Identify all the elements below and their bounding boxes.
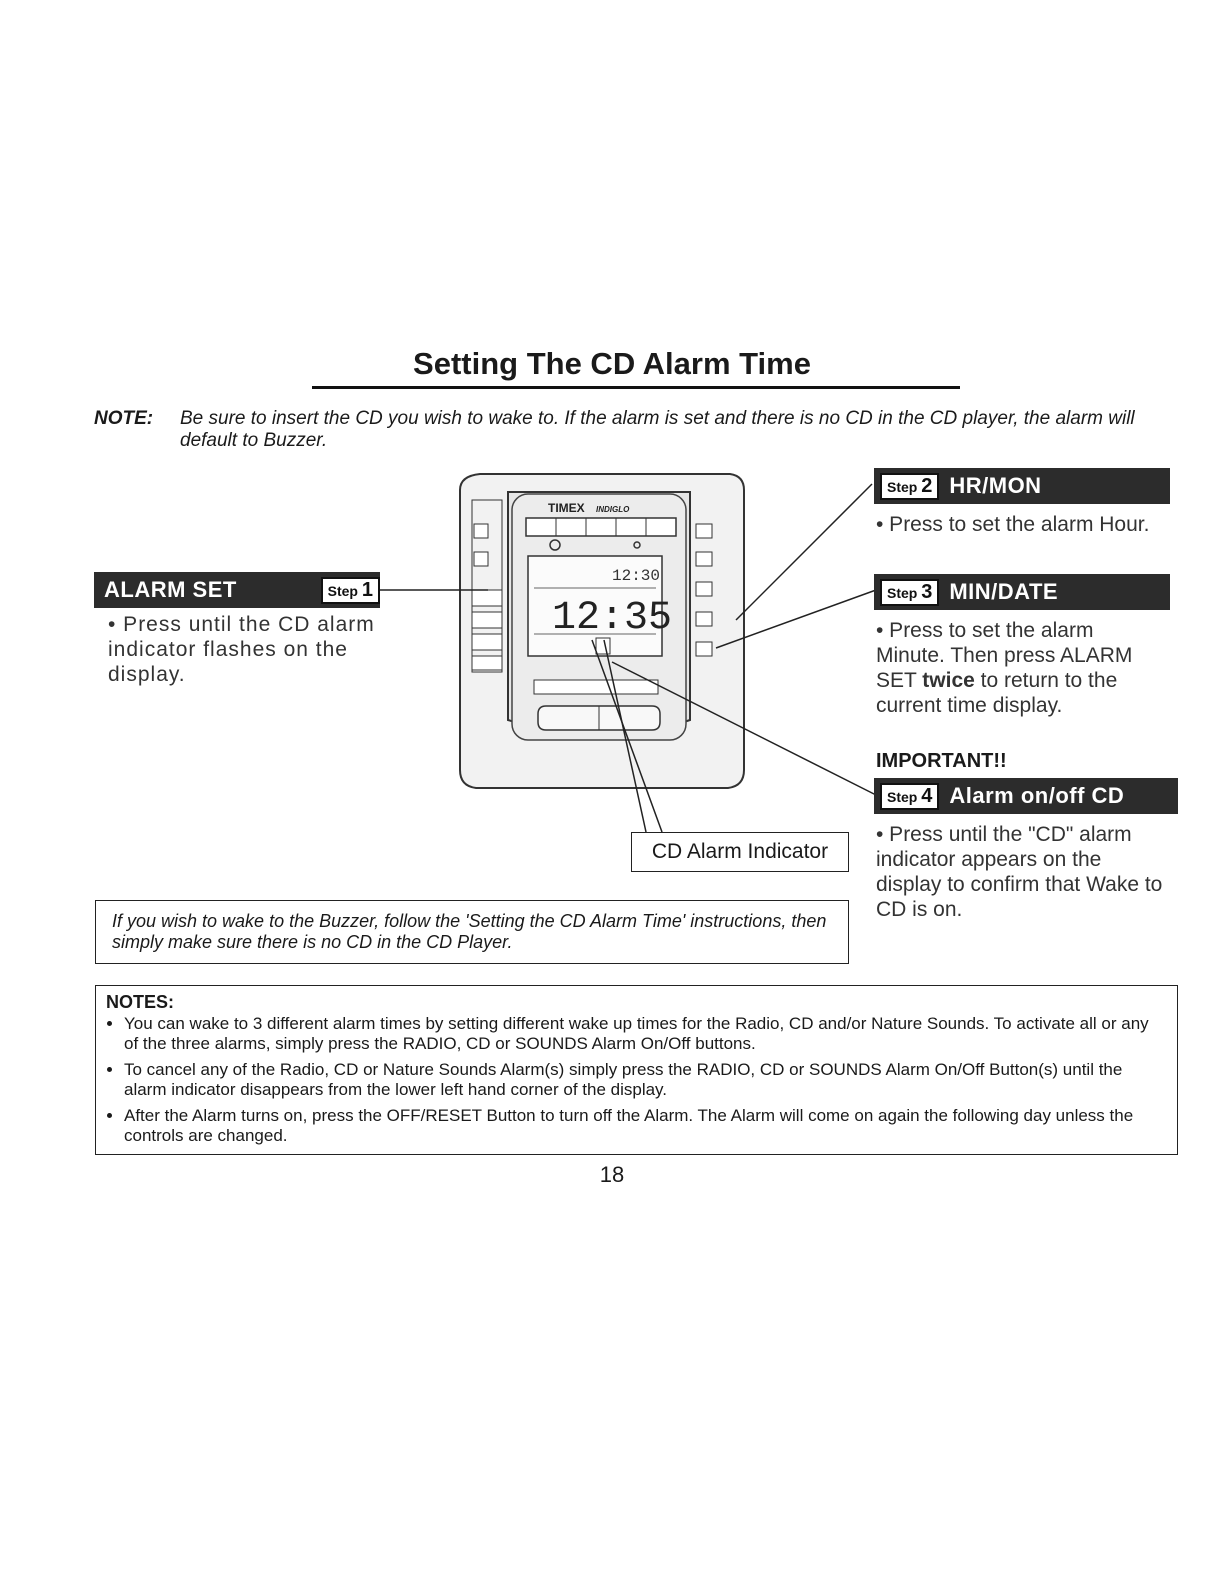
important-heading: IMPORTANT!! [876, 750, 1007, 772]
hr-mon-label: HR/MON [949, 473, 1042, 498]
step4-badge: Step 4 [880, 782, 940, 810]
step3-text: • Press to set the alarm Minute. Then pr… [876, 619, 1133, 717]
list-item: After the Alarm turns on, press the OFF/… [124, 1106, 1167, 1146]
brand-sub-label: INDIGLO [596, 505, 630, 514]
alarm-on-off-cd-label: Alarm on/off CD [949, 783, 1125, 808]
notes-list: You can wake to 3 different alarm times … [106, 1014, 1167, 1146]
brand-label: TIMEX [548, 501, 585, 515]
step4-text: • Press until the "CD" alarm indicator a… [876, 823, 1163, 921]
step1-text: • Press until the CD alarm indicator fla… [108, 613, 375, 686]
note-paragraph: NOTE: Be sure to insert the CD you wish … [94, 408, 1184, 451]
list-item: To cancel any of the Radio, CD or Nature… [124, 1060, 1167, 1100]
cd-alarm-indicator-label: CD Alarm Indicator [631, 832, 849, 872]
step1-header: ALARM SET Step 1 [94, 572, 380, 608]
page-title: Setting The CD Alarm Time [413, 346, 811, 381]
step1-badge: Step 1 [320, 576, 380, 604]
display-small-time: 12:30 [612, 567, 660, 585]
notes-box: NOTES: You can wake to 3 different alarm… [95, 985, 1178, 1155]
step3-header: Step 3 MIN/DATE [874, 574, 1170, 610]
step2-header: Step 2 HR/MON [874, 468, 1170, 504]
note-label: NOTE: [94, 408, 154, 429]
step3-badge: Step 3 [880, 578, 940, 606]
notes-heading: NOTES: [106, 992, 175, 1012]
step2-badge: Step 2 [880, 472, 940, 500]
note-text: Be sure to insert the CD you wish to wak… [180, 408, 1135, 451]
step4-header: Step 4 Alarm on/off CD [874, 778, 1178, 814]
step2-text: • Press to set the alarm Hour. [876, 513, 1150, 536]
alarm-set-label: ALARM SET [104, 577, 237, 602]
clock-radio-diagram: TIMEX INDIGLO 12:30 12:35 [380, 473, 879, 833]
page-number: 18 [599, 1162, 625, 1187]
list-item: You can wake to 3 different alarm times … [124, 1014, 1167, 1054]
min-date-label: MIN/DATE [949, 579, 1059, 604]
buzzer-note: If you wish to wake to the Buzzer, follo… [95, 900, 849, 964]
title-underline [312, 386, 960, 389]
